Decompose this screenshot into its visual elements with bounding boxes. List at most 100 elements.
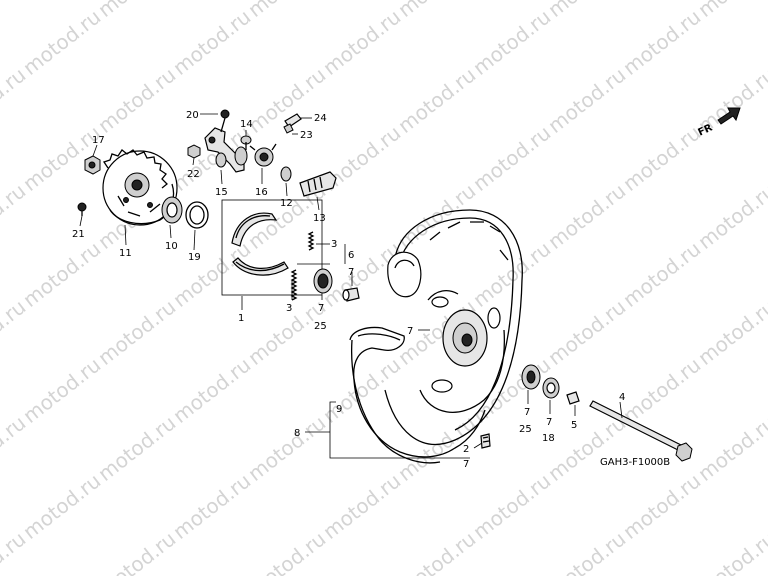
- bearing-25-right: [521, 364, 541, 390]
- callout-20: 20: [186, 110, 199, 121]
- callout-7a: 7: [348, 267, 354, 278]
- watermark-text: motod.ru: [243, 527, 330, 576]
- callout-1: 1: [238, 313, 244, 324]
- callout-21: 21: [72, 229, 85, 240]
- watermark-text: motod.ru: [543, 0, 630, 22]
- callout-7f: 7: [546, 417, 552, 428]
- watermark-text: motod.ru: [618, 121, 705, 196]
- watermark-text: motod.ru: [93, 411, 180, 486]
- watermark-text: motod.ru: [543, 527, 630, 576]
- watermark-text: motod.ru: [318, 5, 405, 80]
- callout-3a: 3: [331, 239, 337, 250]
- bearing-25-left: [313, 268, 333, 294]
- brake-arm-15: [204, 127, 248, 173]
- callout-25b: 25: [519, 424, 532, 435]
- nut-22: [187, 144, 201, 159]
- watermark-text: motod.ru: [93, 295, 180, 370]
- watermark-text: motod.ru: [468, 469, 555, 544]
- watermark-text: motod.ru: [0, 295, 30, 370]
- callout-7d: 7: [463, 459, 469, 470]
- collar-6: [342, 287, 360, 302]
- callout-4: 4: [619, 392, 625, 403]
- watermark-text: motod.ru: [0, 411, 30, 486]
- callout-24: 24: [314, 113, 327, 124]
- bolt-21: [77, 202, 87, 216]
- callout-22: 22: [187, 169, 200, 180]
- watermark-text: motod.ru: [618, 237, 705, 312]
- callout-25a: 25: [314, 321, 327, 332]
- watermark-text: motod.ru: [0, 0, 30, 22]
- watermark-text: motod.ru: [618, 353, 705, 428]
- spring-16: [249, 143, 277, 167]
- watermark-text: motod.ru: [243, 0, 330, 22]
- callout-17: 17: [92, 135, 105, 146]
- watermark-text: motod.ru: [18, 469, 105, 544]
- seal-10: [161, 196, 183, 224]
- watermark-text: motod.ru: [693, 0, 768, 22]
- callout-10: 10: [165, 241, 178, 252]
- watermark-text: motod.ru: [18, 5, 105, 80]
- cam-shaft-13: [299, 171, 337, 197]
- callout-5: 5: [571, 420, 577, 431]
- diagram-code: GAH3-F1000B: [600, 457, 670, 468]
- callout-15: 15: [215, 187, 228, 198]
- watermark-text: motod.ru: [543, 179, 630, 254]
- watermark-text: motod.ru: [93, 0, 180, 22]
- callout-9: 9: [336, 404, 342, 415]
- axle-4: [589, 400, 693, 462]
- wheel-rim: [384, 209, 523, 446]
- callout-18: 18: [542, 433, 555, 444]
- callout-23: 23: [300, 130, 313, 141]
- callout-6: 6: [348, 250, 354, 261]
- callout-14: 14: [240, 119, 253, 130]
- callout-2: 2: [463, 444, 469, 455]
- watermark-text: motod.ru: [393, 63, 480, 138]
- callouts: 17 21 11 10 19 20 22 15 14 16 12 13 24 2…: [72, 110, 715, 470]
- watermark-text: motod.ru: [18, 353, 105, 428]
- watermark-text: motod.ru: [618, 469, 705, 544]
- watermark-text: motod.ru: [468, 121, 555, 196]
- watermark-text: motod.ru: [693, 179, 768, 254]
- watermark-text: motod.ru: [168, 353, 255, 428]
- watermark-text: motod.ru: [618, 5, 705, 80]
- watermark-text: motod.ru: [393, 0, 480, 22]
- watermark-text: motod.ru: [543, 295, 630, 370]
- watermark-text: motod.ru: [0, 63, 30, 138]
- watermark-text: motod.ru: [168, 469, 255, 544]
- tire-8: [349, 326, 486, 464]
- seal-18: [542, 377, 560, 399]
- watermark-text: motod.ru: [318, 353, 405, 428]
- watermark-text: motod.ru: [318, 469, 405, 544]
- collar-5: [566, 391, 580, 405]
- watermark-text: motod.ru: [468, 353, 555, 428]
- watermark-text: motod.ru: [393, 179, 480, 254]
- callout-7c: 7: [407, 326, 413, 337]
- callout-16: 16: [255, 187, 268, 198]
- watermark-text: motod.ru: [93, 63, 180, 138]
- watermark-text: motod.ru: [543, 63, 630, 138]
- watermark-text: motod.ru: [393, 527, 480, 576]
- watermark-text: motod.ru: [693, 527, 768, 576]
- seal-12: [280, 166, 292, 182]
- callout-13: 13: [313, 213, 326, 224]
- watermark-text: motod.ru: [168, 5, 255, 80]
- front-direction-mark: [717, 107, 741, 125]
- watermark-text: motod.ru: [243, 411, 330, 486]
- valve-2: [480, 433, 491, 449]
- watermark-text: motod.ru: [693, 295, 768, 370]
- watermark-text: motod.ru: [543, 411, 630, 486]
- o-ring-19: [185, 201, 209, 229]
- watermark-text: motod.ru: [693, 411, 768, 486]
- parts-23-24: [283, 113, 302, 134]
- callout-12: 12: [280, 198, 293, 209]
- nut-17: [84, 155, 101, 175]
- watermark-text: motod.ru: [18, 237, 105, 312]
- leader-lines: [79, 113, 623, 459]
- springs-3: [290, 231, 315, 301]
- brake-panel: [102, 149, 178, 226]
- callout-11: 11: [119, 248, 132, 259]
- callout-8: 8: [294, 428, 300, 439]
